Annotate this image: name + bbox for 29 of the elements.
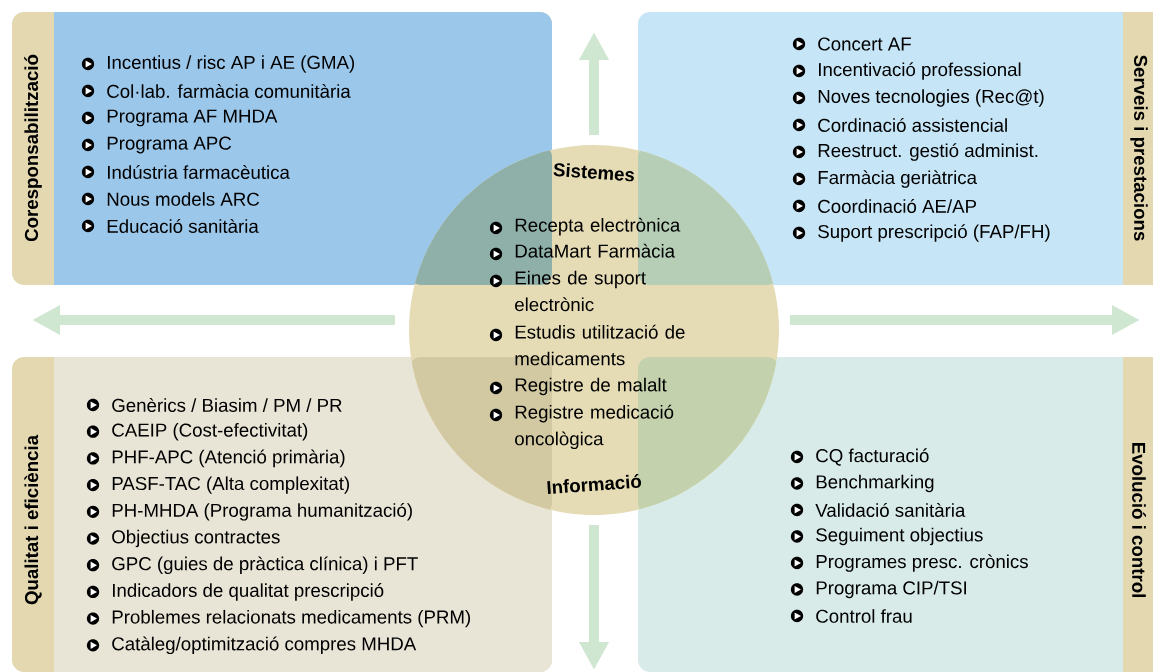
list-item: Problemes relacionats medicaments (PRM) [112,609,470,628]
list-item: Educació sanitària [107,219,259,233]
list-item: Genèrics / Biasim / PM / PR [112,398,342,412]
band-heading: Coresponsabilització [24,54,42,242]
list-item: Catàleg/optimització compres MHDA [112,636,417,655]
list-item: Indústria farmacèutica [108,165,290,179]
list-item: DataMart Farmàcia [515,243,676,258]
list-item: Nous models ARC [107,192,260,206]
list-item: Recepta electrònica [515,217,681,236]
list-item: Col·lab. farmàcia comunitària [107,84,351,98]
list-item: Objectius contractes [112,529,280,548]
list-item: Registre de malalt [515,377,667,396]
list-item: Eines de suport electrònic [515,270,646,312]
band-heading: Qualitat i eficiència [24,434,42,605]
circle-heading: Informació [547,473,642,494]
list-item: Indicadors de qualitat prescripció [113,583,384,601]
list-item: Incentius / risc AP i AE (GMA) [108,55,355,73]
list-item: GPC (guies de pràctica clínica) i PFT [112,556,418,574]
circle-heading: Sistemes [553,163,634,182]
list-item: Programa APC [107,136,232,154]
band-heading: Evolució i control [1132,442,1146,597]
list-item: Programa AF MHDA [107,109,278,127]
list-item: PASF-TAC (Alta complexitat) [112,476,349,494]
list-item: CAEIP (Cost-efectivitat) [112,423,308,441]
list-item: PHF-APC (Atenció primària) [112,449,345,468]
band-heading: Serveis i prestacions [1130,55,1148,241]
list-item: Estudis utilització de medicaments [515,324,685,366]
list-item: Registre medicació oncològica [515,404,674,450]
list-item: PH-MHDA (Programa humanització) [112,503,412,521]
